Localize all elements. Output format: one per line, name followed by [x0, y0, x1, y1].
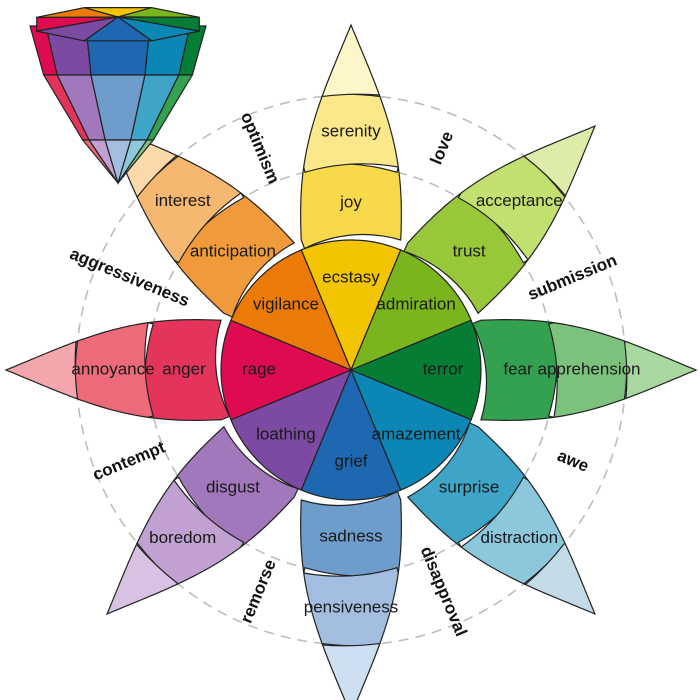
segment-fear [471, 319, 558, 421]
segment-anticipation [173, 192, 296, 318]
segment-disgust-tip [105, 543, 179, 616]
label-sadness: sadness [319, 526, 382, 545]
dyad-love: love [427, 129, 458, 168]
cone-facet [117, 139, 155, 184]
label-rage: rage [242, 359, 276, 378]
petal-joy [300, 23, 402, 372]
label-joy: joy [339, 192, 362, 211]
segment-acceptance [457, 154, 567, 261]
label-grief: grief [334, 451, 367, 470]
segment-joy-tip [322, 23, 381, 98]
label-trust: trust [453, 241, 486, 260]
dyad-submission: submission [525, 250, 620, 304]
petal-anger [4, 319, 353, 421]
segment-sadness-tip [321, 642, 380, 700]
segment-joy [300, 163, 402, 250]
segment-annoyance [74, 322, 155, 418]
label-pensiveness: pensiveness [304, 597, 399, 616]
cone-3d-icon [29, 6, 207, 186]
dyad-remorse: remorse [237, 557, 280, 626]
segment-trust-tip [523, 124, 597, 197]
label-annoyance: annoyance [71, 359, 154, 378]
label-distraction: distraction [481, 528, 558, 547]
dyad-optimism: optimism [237, 109, 283, 186]
label-fear: fear [503, 359, 533, 378]
segment-pensiveness [303, 566, 399, 647]
segment-surprise [406, 422, 529, 548]
dyad-awe: awe [555, 446, 592, 476]
segment-disgust [173, 425, 299, 548]
label-vigilance: vigilance [253, 294, 319, 313]
segment-trust [403, 192, 529, 315]
label-loathing: loathing [256, 425, 316, 444]
dyad-disapproval: disapproval [417, 544, 471, 639]
label-acceptance: acceptance [476, 191, 563, 210]
segment-interest [135, 154, 242, 264]
label-terror: terror [423, 359, 464, 378]
label-amazement: amazement [372, 425, 461, 444]
dyad-contempt: contempt [90, 437, 168, 484]
segment-distraction [460, 476, 567, 586]
label-ecstasy: ecstasy [322, 267, 380, 286]
label-boredom: boredom [149, 528, 216, 547]
label-disgust: disgust [206, 478, 260, 497]
petal-disgust [105, 368, 353, 616]
segment-serenity [303, 93, 399, 174]
petal-trust [349, 124, 597, 372]
segment-surprise-tip [524, 542, 597, 616]
label-apprehension: apprehension [537, 359, 640, 378]
label-serenity: serenity [321, 121, 381, 140]
label-anticipation: anticipation [190, 241, 276, 260]
label-interest: interest [155, 191, 211, 210]
labels-group: ecstasy joy serenity admiration trust accepta… [71, 121, 640, 616]
petal-sadness [300, 368, 402, 700]
petal-fear [349, 319, 698, 421]
segment-fear-tip [623, 341, 698, 400]
cone-top-slice [36, 16, 119, 42]
segment-sadness [300, 490, 402, 577]
petals-group [4, 23, 698, 700]
label-anger: anger [162, 359, 206, 378]
label-admiration: admiration [376, 294, 455, 313]
segment-anger [144, 319, 231, 421]
petal-surprise [349, 368, 597, 616]
segment-anger-tip [4, 340, 79, 399]
label-surprise: surprise [439, 478, 499, 497]
segment-boredom [135, 479, 245, 586]
segment-apprehension [547, 322, 628, 418]
